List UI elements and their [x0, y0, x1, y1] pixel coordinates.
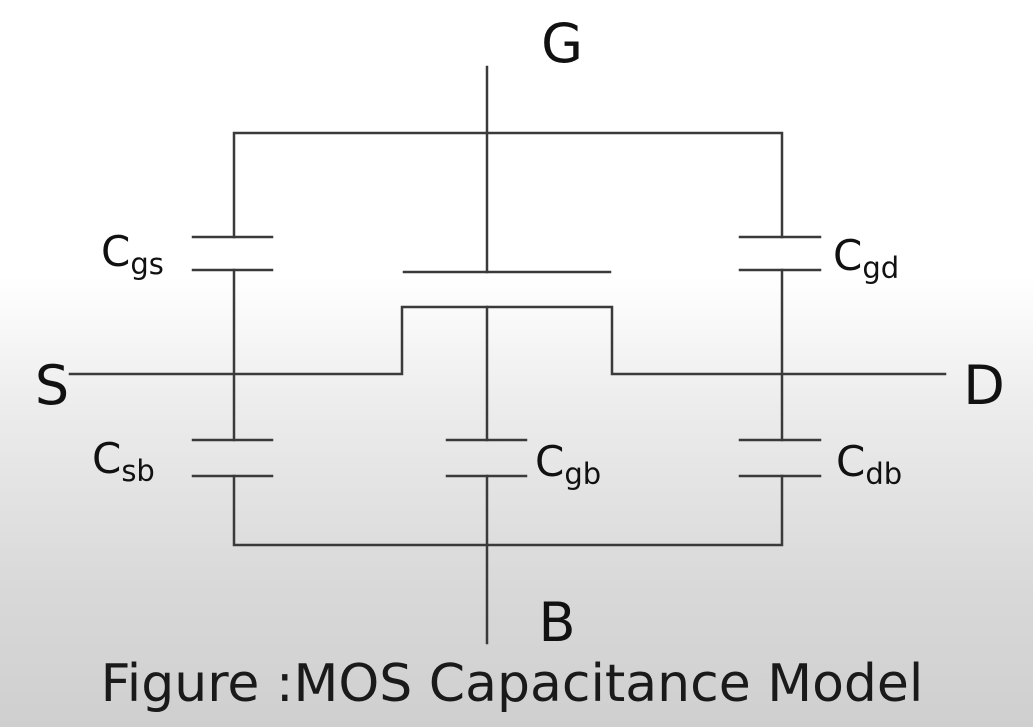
- csb-capacitor: [191, 438, 274, 478]
- source-label: S: [35, 354, 69, 417]
- cdb-label: Cdb: [836, 437, 902, 491]
- gate-label: G: [541, 12, 583, 75]
- csb-label: Csb: [92, 434, 155, 488]
- drain-label: D: [963, 354, 1005, 417]
- cgs-label: Cgs: [101, 227, 164, 281]
- bottom-rail: [232, 474, 784, 547]
- cgd-label: Cgd: [833, 231, 899, 285]
- figure-caption: Figure :MOS Capacitance Model: [101, 654, 924, 714]
- cgb-label: Cgb: [535, 437, 601, 491]
- cdb-capacitor: [738, 438, 822, 478]
- cgs-capacitor: [191, 235, 274, 272]
- cgd-capacitor: [738, 235, 822, 272]
- top-rail: [232, 131, 784, 239]
- channel-path: [68, 305, 947, 376]
- body-label: B: [538, 591, 575, 654]
- cgb-capacitor: [445, 438, 528, 478]
